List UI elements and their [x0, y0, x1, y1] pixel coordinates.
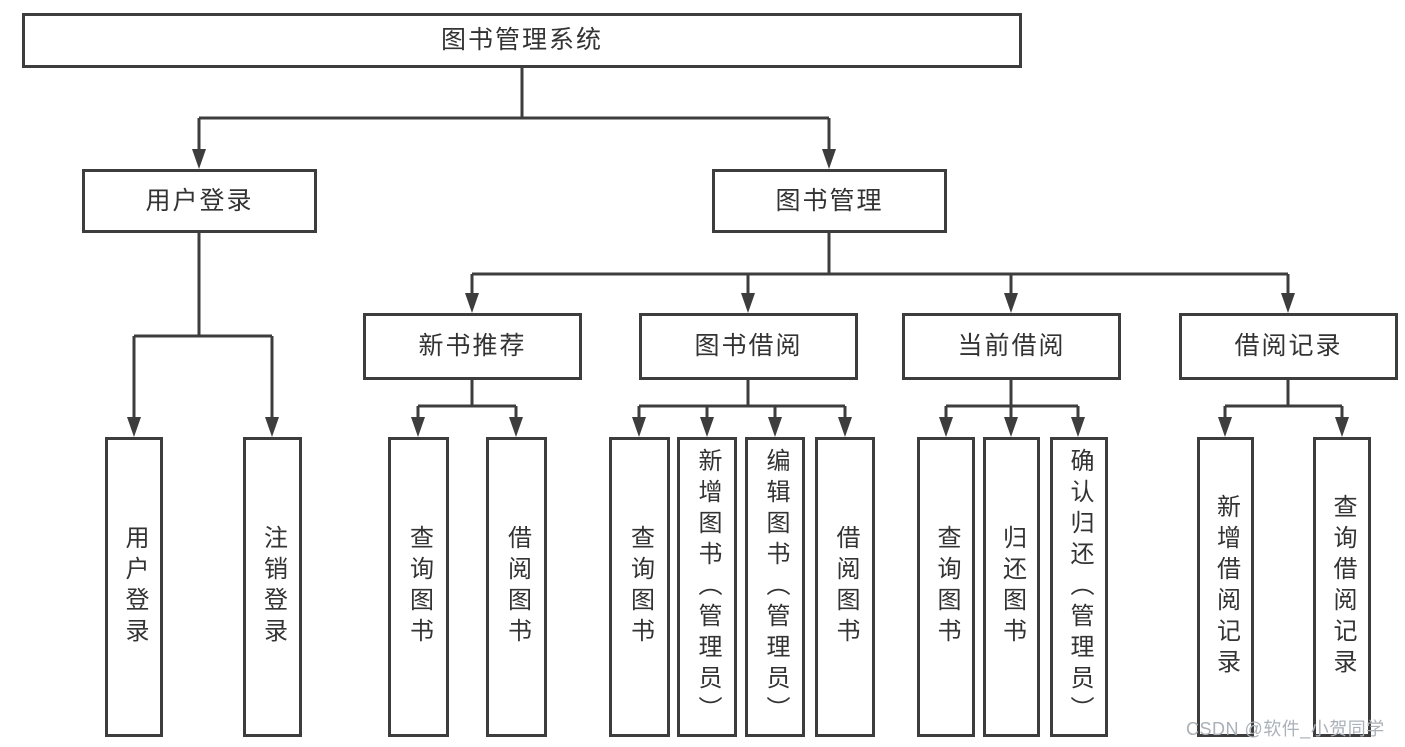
leaf-borrowing-borrow-books-label: 借阅图书	[832, 525, 859, 649]
arrowhead	[939, 417, 953, 437]
leaf-add-books-admin-label: 新增图书（管理员）	[694, 447, 721, 727]
arrowhead	[838, 417, 852, 437]
tree-edges	[132, 67, 1344, 419]
leaf-logout: 注销登录	[243, 437, 302, 737]
leaf-add-borrow-record-label: 新增借阅记录	[1212, 494, 1240, 680]
leaf-edit-books-admin-label: 编辑图书（管理员）	[762, 447, 789, 727]
leaf-logout-label: 注销登录	[259, 525, 287, 649]
csdn-watermark: CSDN @软件_小贺同学	[1186, 719, 1385, 739]
arrowhead	[700, 417, 714, 437]
node-current-borrowing-label: 当前借阅	[957, 332, 1066, 360]
leaf-edit-books-admin: 编辑图书（管理员）	[745, 437, 805, 737]
leaf-newrec-query-books: 查询图书	[388, 437, 449, 737]
node-user-login-label: 用户登录	[145, 186, 254, 215]
edge-arrow-stems	[132, 118, 1344, 419]
leaf-query-borrow-record-label: 查询借阅记录	[1329, 494, 1356, 680]
leaf-borrowing-query-books: 查询图书	[609, 437, 670, 737]
leaf-confirm-return-admin-label: 确认归还（管理员）	[1066, 447, 1093, 727]
root-node-system-title: 图书管理系统	[22, 13, 1022, 68]
node-borrowing-records: 借阅记录	[1179, 313, 1398, 380]
arrowhead	[192, 149, 206, 169]
arrowhead	[127, 417, 141, 437]
arrowhead	[265, 417, 279, 437]
node-book-borrowing: 图书借阅	[639, 313, 858, 380]
node-borrowing-records-label: 借阅记录	[1234, 332, 1343, 360]
leaf-query-borrow-record: 查询借阅记录	[1313, 437, 1371, 737]
leaf-borrowing-borrow-books: 借阅图书	[815, 437, 875, 737]
leaf-newrec-query-books-label: 查询图书	[405, 525, 433, 649]
arrowhead	[1281, 293, 1295, 313]
arrowhead	[822, 149, 836, 169]
leaf-add-borrow-record: 新增借阅记录	[1197, 437, 1254, 737]
leaf-current-query-books: 查询图书	[917, 437, 975, 737]
arrowhead	[411, 417, 425, 437]
arrowhead	[465, 293, 479, 313]
node-new-book-recommend-label: 新书推荐	[418, 332, 527, 360]
arrowhead	[1004, 417, 1018, 437]
leaf-confirm-return-admin: 确认归还（管理员）	[1050, 437, 1108, 737]
arrowhead	[741, 293, 755, 313]
arrowhead	[1218, 417, 1232, 437]
leaf-borrowing-query-books-label: 查询图书	[626, 525, 654, 649]
leaf-return-books: 归还图书	[983, 437, 1040, 737]
node-book-borrowing-label: 图书借阅	[694, 332, 803, 360]
arrowhead	[768, 417, 782, 437]
node-user-login: 用户登录	[82, 169, 317, 233]
arrowhead	[1071, 417, 1085, 437]
arrowhead	[1004, 293, 1018, 313]
arrowhead	[509, 417, 523, 437]
node-current-borrowing: 当前借阅	[902, 313, 1121, 380]
root-node-label: 图书管理系统	[440, 26, 603, 54]
leaf-user-login-label: 用户登录	[121, 525, 148, 649]
arrowhead	[1335, 417, 1349, 437]
leaf-newrec-borrow-books: 借阅图书	[486, 437, 547, 737]
leaf-return-books-label: 归还图书	[998, 525, 1026, 649]
leaf-current-query-books-label: 查询图书	[933, 525, 960, 649]
arrowheads	[127, 149, 1349, 437]
leaf-newrec-borrow-books-label: 借阅图书	[503, 525, 531, 649]
node-new-book-recommend: 新书推荐	[363, 313, 582, 380]
node-book-management: 图书管理	[712, 169, 947, 233]
leaf-add-books-admin: 新增图书（管理员）	[677, 437, 737, 737]
edge-trunks	[134, 67, 1342, 408]
arrowhead	[632, 417, 646, 437]
leaf-user-login: 用户登录	[105, 437, 163, 737]
node-book-management-label: 图书管理	[775, 186, 884, 215]
